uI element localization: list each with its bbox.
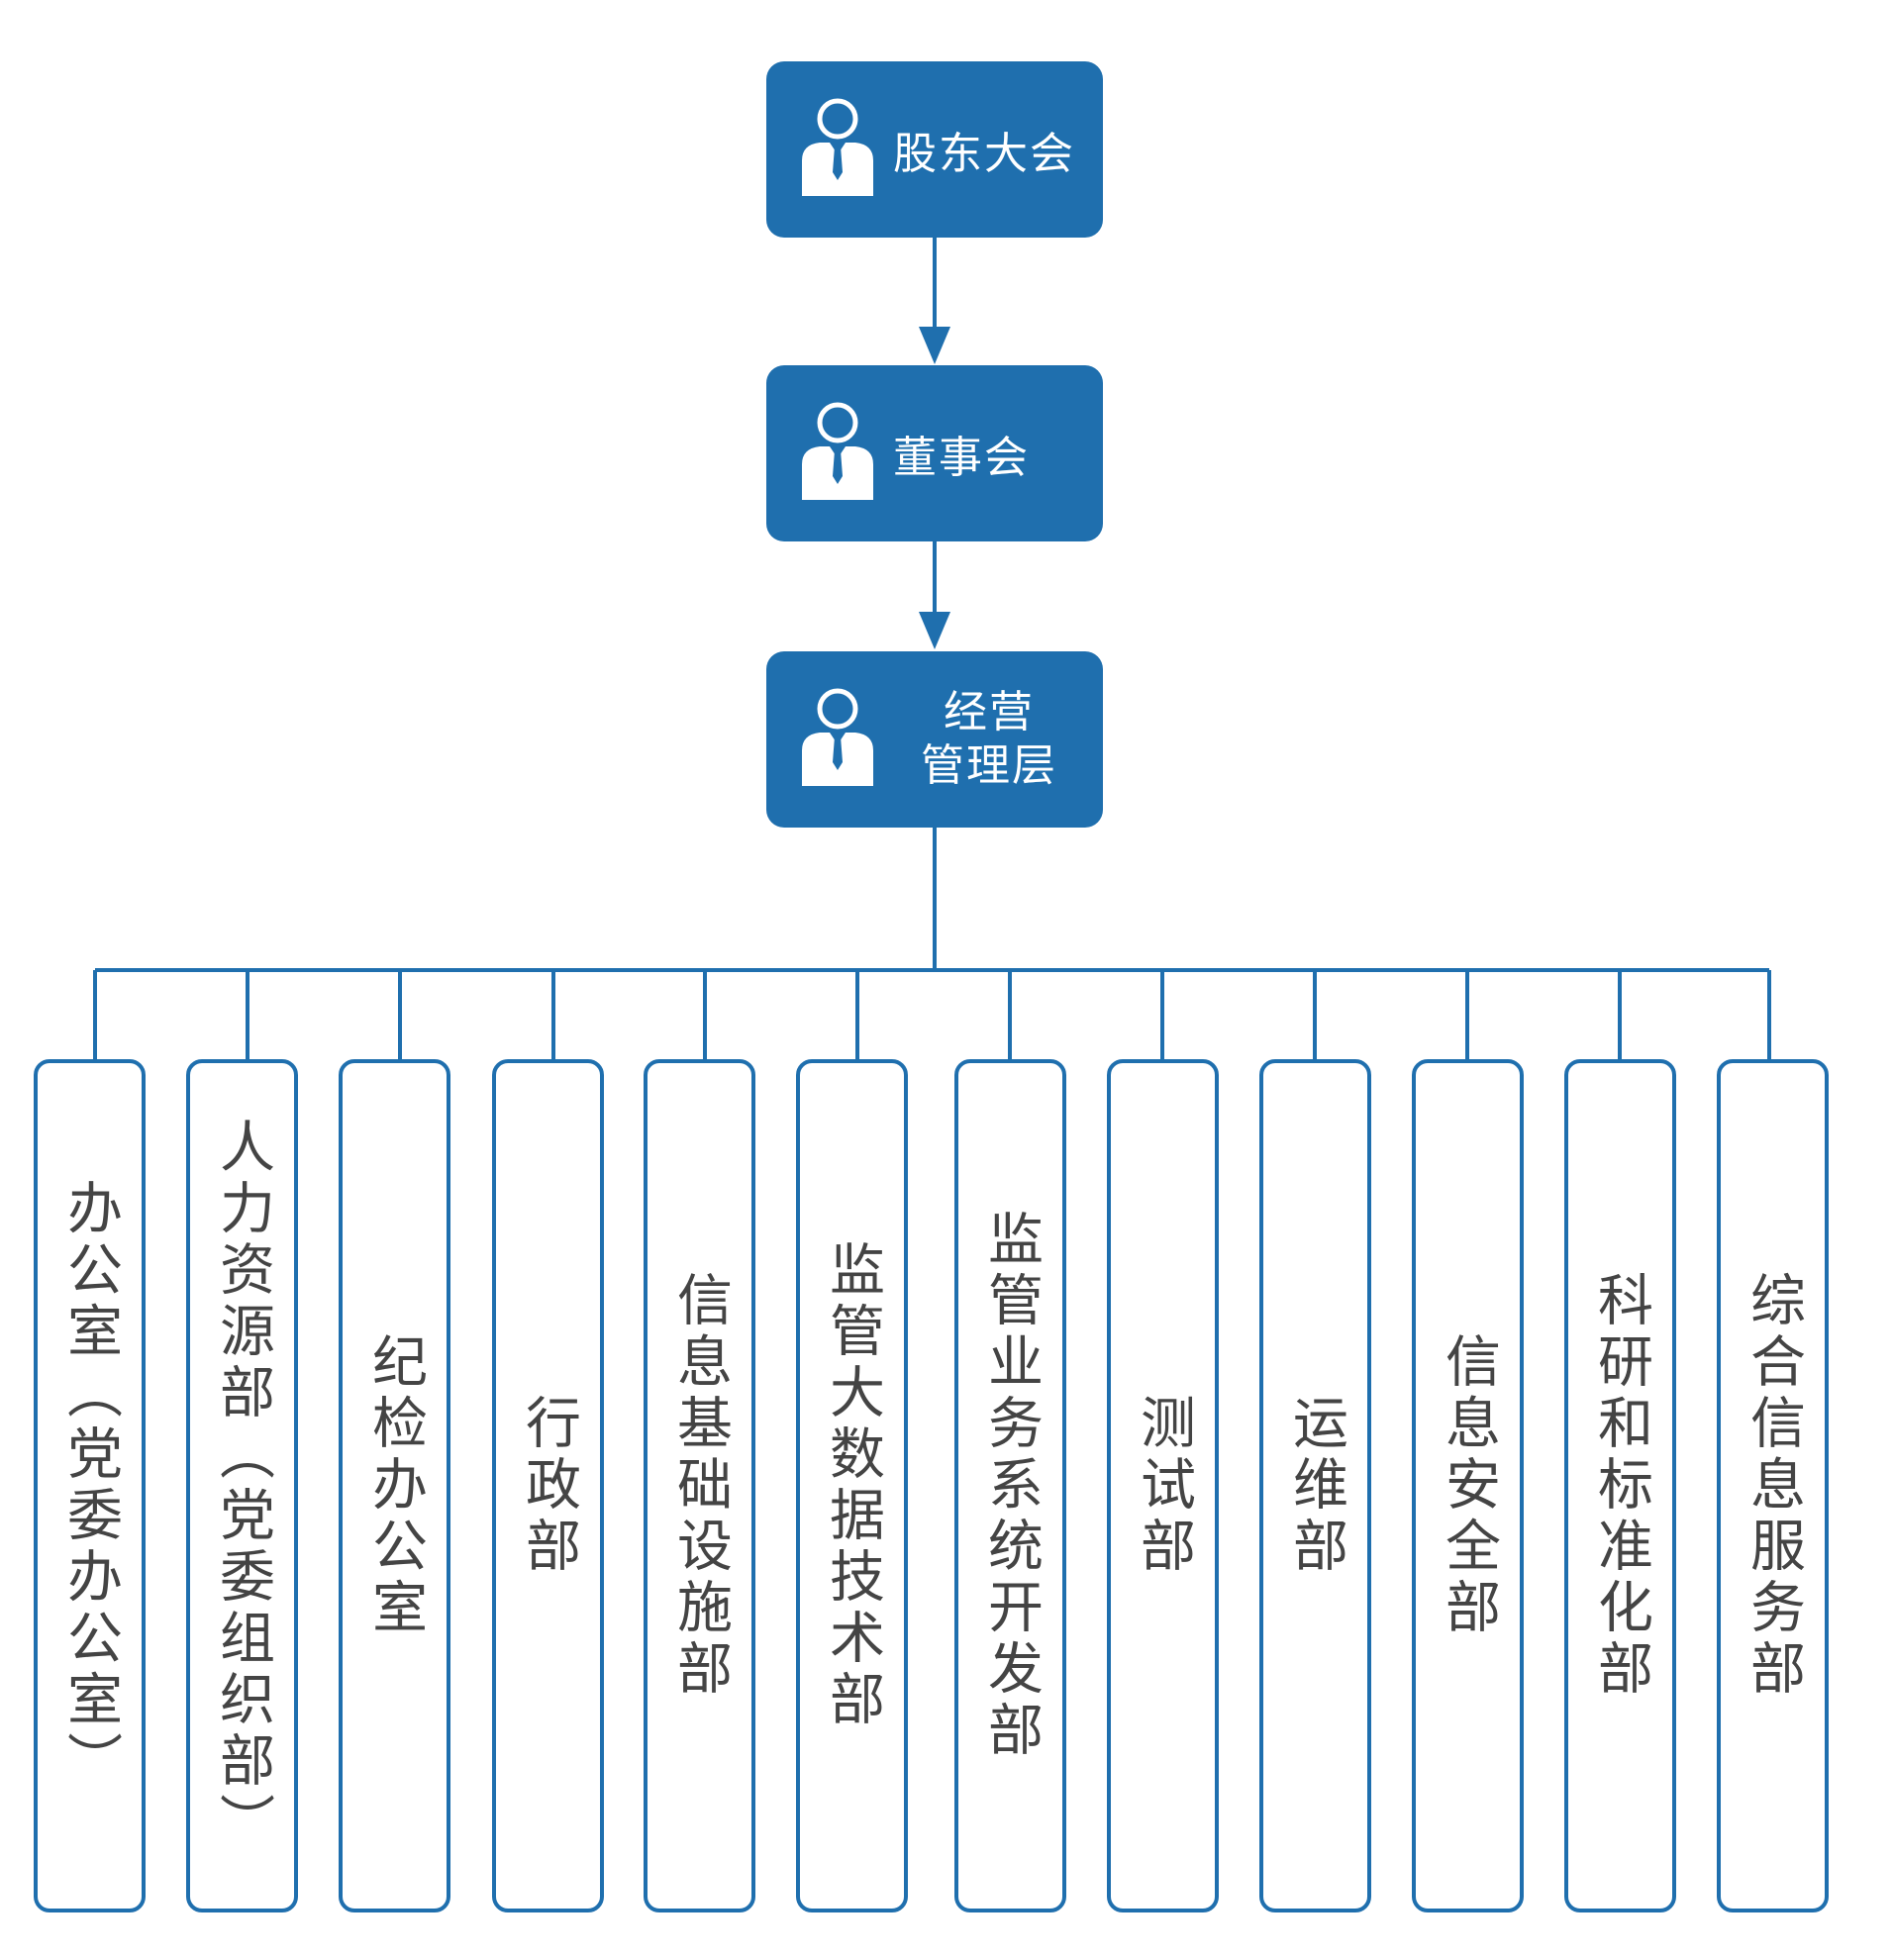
department-label: 监管业务系统开发部 (978, 1210, 1044, 1762)
arrow-head (919, 327, 950, 364)
department-label: 办公室（党委办公室） (57, 1179, 123, 1793)
department-box: 测试部 (1107, 1059, 1219, 1912)
arrow-head (919, 612, 950, 649)
department-label: 监管大数据技术部 (820, 1240, 885, 1731)
node-label: 经营 管理层 (921, 687, 1057, 791)
department-box: 运维部 (1259, 1059, 1371, 1912)
department-label: 综合信息服务部 (1741, 1271, 1806, 1701)
department-box: 行政部 (492, 1059, 604, 1912)
department-box: 办公室（党委办公室） (34, 1059, 146, 1912)
department-box: 监管大数据技术部 (796, 1059, 908, 1912)
department-box: 监管业务系统开发部 (954, 1059, 1066, 1912)
node-management: 经营 管理层 (766, 651, 1103, 828)
department-box: 信息基础设施部 (644, 1059, 755, 1912)
department-box: 人力资源部（党委组织部） (186, 1059, 298, 1912)
department-box: 科研和标准化部 (1564, 1059, 1676, 1912)
department-label: 信息安全部 (1436, 1332, 1501, 1639)
node-label: 董事会 (893, 433, 1030, 483)
department-label: 科研和标准化部 (1588, 1271, 1653, 1701)
node-label: 股东大会 (893, 129, 1075, 179)
department-box: 综合信息服务部 (1717, 1059, 1829, 1912)
department-label: 测试部 (1131, 1394, 1196, 1578)
department-label: 信息基础设施部 (667, 1271, 733, 1701)
person-icon (802, 688, 873, 786)
person-icon (802, 98, 873, 196)
department-label: 运维部 (1283, 1394, 1348, 1578)
department-box: 信息安全部 (1412, 1059, 1524, 1912)
node-board-of-directors: 董事会 (766, 365, 1103, 541)
department-label: 行政部 (516, 1394, 581, 1578)
person-icon (802, 402, 873, 500)
node-shareholders-meeting: 股东大会 (766, 61, 1103, 238)
department-label: 人力资源部（党委组织部） (210, 1118, 275, 1854)
department-label: 纪检办公室 (362, 1332, 428, 1639)
department-box: 纪检办公室 (339, 1059, 450, 1912)
